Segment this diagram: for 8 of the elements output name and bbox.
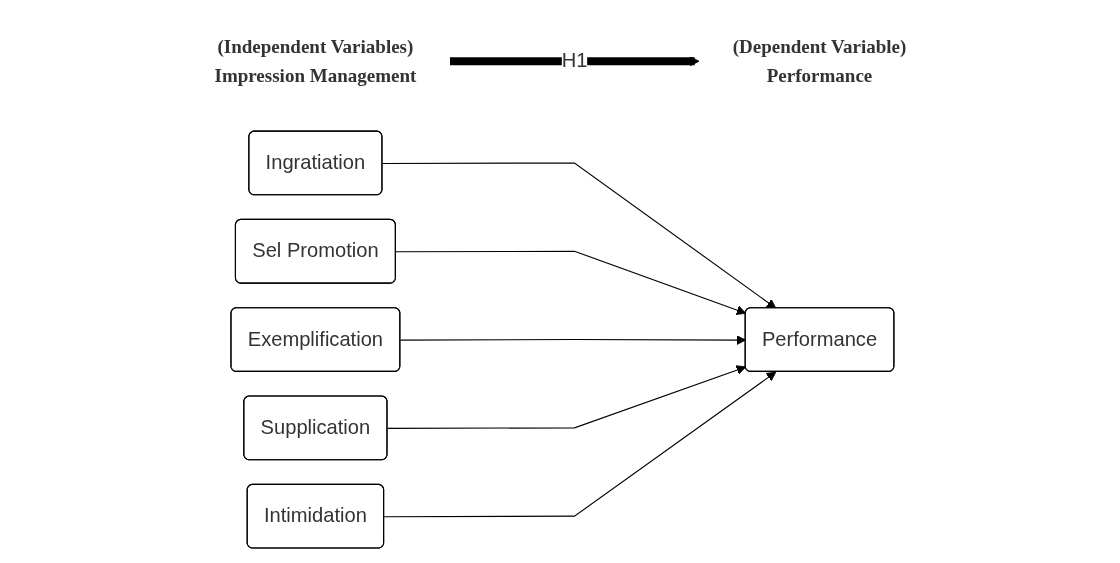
node-text: (Independent Variables) Impression Management <box>214 35 416 86</box>
arrow <box>386 364 746 429</box>
edge-label: H1 <box>561 48 587 72</box>
arrow <box>449 55 700 66</box>
arrow <box>381 161 776 309</box>
node-text: (Dependent Variable) Performance <box>732 35 906 86</box>
arrow <box>383 371 776 517</box>
arrow <box>394 250 746 315</box>
